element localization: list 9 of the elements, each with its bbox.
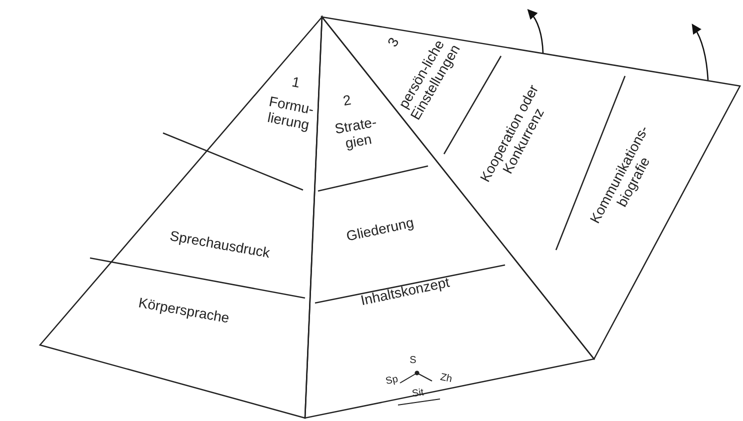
face-label: Strate-gien — [332, 112, 379, 154]
number-label: 3 — [383, 34, 402, 50]
face-label: Gliederung — [344, 213, 416, 246]
diagram-label: S — [408, 355, 418, 367]
diagram-label: Sp — [384, 373, 400, 389]
face-label: Formu-lierung — [265, 92, 316, 134]
number-label: 2 — [340, 90, 354, 110]
number-label: 1 — [290, 72, 302, 93]
diagram-label: Zh — [438, 371, 454, 387]
